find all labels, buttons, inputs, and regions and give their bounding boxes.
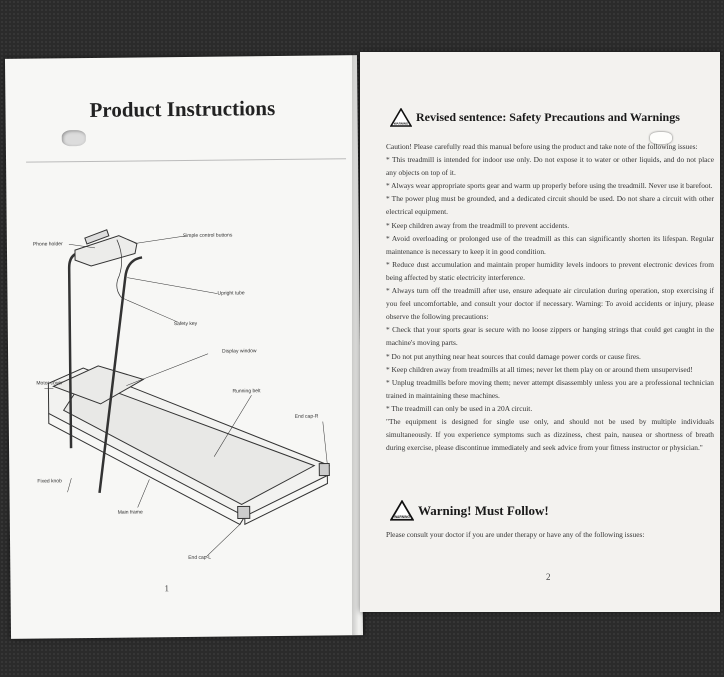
treadmill-diagram: Phone holder Simple control buttons Upri… [33,229,330,561]
label-upright-tube: Upright tube [217,290,245,296]
precaution-item: * Check that your sports gear is secure … [386,325,714,348]
must-follow-heading: WARNING Warning! Must Follow! [390,500,549,521]
page-number: 2 [546,572,551,582]
svg-text:WARNING: WARNING [394,121,409,125]
precautions-text: Caution! Please carefully read this manu… [386,140,714,454]
page-number: 1 [164,583,170,594]
precaution-item: * The power plug must be grounded, and a… [386,194,714,217]
label-fixed-knob: Fixed knob [37,478,62,484]
safety-heading: WARNING Revised sentence: Safety Precaut… [390,108,680,127]
label-phone-holder: Phone holder [33,241,63,247]
intro-paragraph: Caution! Please carefully read this manu… [386,142,698,151]
precaution-item: * This treadmill is intended for indoor … [386,155,714,178]
precaution-item: * Avoid overloading or prolonged use of … [386,233,714,256]
precaution-item: * Unplug treadmills before moving them; … [386,377,714,400]
precaution-item: * The treadmill can only be used in a 20… [386,403,533,413]
consult-doctor-text: Please consult your doctor if you are un… [386,530,645,539]
label-motor-cover: Motor cover [36,380,63,386]
right-page: WARNING Revised sentence: Safety Precaut… [360,52,720,612]
precaution-item: * Keep children away from treadmills at … [386,364,693,374]
page-title: Product Instructions [89,96,276,122]
svg-text:WARNING: WARNING [394,515,410,519]
precaution-quote: "The equipment is designed for single us… [386,416,714,453]
label-running-belt: Running belt [232,388,261,394]
precaution-item: * Do not put anything near heat sources … [386,351,641,361]
left-page: Product Instructions [4,55,364,639]
warning-triangle-icon: WARNING [390,500,414,521]
precaution-item: * Always wear appropriate sports gear an… [386,181,713,191]
label-main-frame: Main frame [118,509,143,515]
must-follow-heading-text: Warning! Must Follow! [418,502,549,518]
punched-hole [61,130,86,147]
precaution-item: * Keep children away from the treadmill … [386,220,570,230]
warning-triangle-icon: WARNING [390,108,412,127]
label-simple-control-buttons: Simple control buttons [183,232,233,239]
label-safety-key: Safety key [174,321,198,327]
label-end-cap-r: End cap-R [295,414,319,420]
label-display-window: Display window [222,348,257,354]
safety-heading-text: Revised sentence: Safety Precautions and… [416,110,680,124]
precaution-item: * Reduce dust accumulation and maintain … [386,259,714,282]
precaution-item: * Always turn off the treadmill after us… [386,286,714,322]
torn-paper-spot [650,132,672,144]
label-end-cap-l: End cap-L [188,555,211,561]
